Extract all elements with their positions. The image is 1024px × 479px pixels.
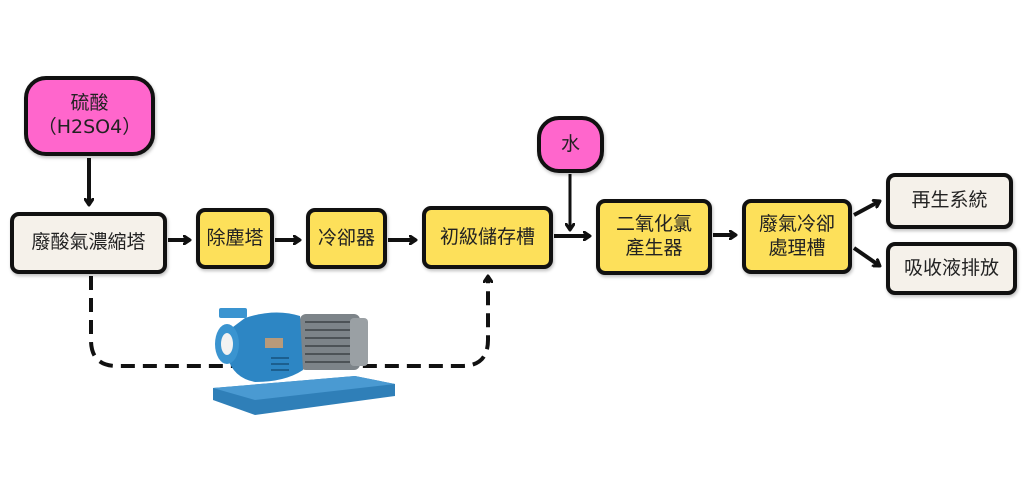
- edge-exhaust-to-regeneration: [853, 201, 880, 217]
- node-water: 水: [537, 116, 604, 173]
- water-label: 水: [560, 132, 580, 155]
- node-absorbent-discharge: 吸收液排放: [886, 242, 1017, 295]
- pump-image: [213, 308, 395, 415]
- node-regeneration-system: 再生系統: [886, 173, 1013, 229]
- node-cooler: 冷卻器: [306, 208, 387, 269]
- primary-storage-tank-label: 初級儲存槽: [439, 225, 535, 248]
- chlorine-dioxide-generator-line1: 二氧化氯: [615, 213, 692, 236]
- node-primary-storage-tank: 初級儲存槽: [422, 206, 553, 269]
- edge-exhaust-to-discharge: [852, 246, 880, 268]
- sulfuric-acid-formula: （H2SO4）: [37, 116, 142, 138]
- edge-recirculation-dashed: [89, 276, 488, 368]
- chlorine-dioxide-generator-line2: 產生器: [625, 237, 683, 259]
- pump-motor: [300, 314, 360, 370]
- regeneration-system-label: 再生系統: [911, 189, 988, 212]
- node-waste-acid-concentrator: 廢酸氣濃縮塔: [10, 212, 167, 274]
- absorbent-discharge-label: 吸收液排放: [903, 256, 999, 279]
- node-chlorine-dioxide-generator: 二氧化氯 產生器: [596, 199, 712, 275]
- sulfuric-acid-label: 硫酸: [70, 92, 109, 115]
- exhaust-cooling-tank-line1: 廢氣冷卻: [758, 212, 835, 235]
- node-sulfuric-acid: 硫酸 （H2SO4）: [24, 76, 155, 156]
- exhaust-cooling-tank-line2: 處理槽: [768, 236, 826, 259]
- cooler-label: 冷卻器: [317, 226, 375, 249]
- waste-acid-concentrator-label: 廢酸氣濃縮塔: [31, 231, 146, 254]
- node-dust-removal-tower: 除塵塔: [196, 208, 274, 269]
- node-exhaust-cooling-tank: 廢氣冷卻 處理槽: [742, 199, 852, 274]
- dust-removal-tower-label: 除塵塔: [206, 226, 264, 249]
